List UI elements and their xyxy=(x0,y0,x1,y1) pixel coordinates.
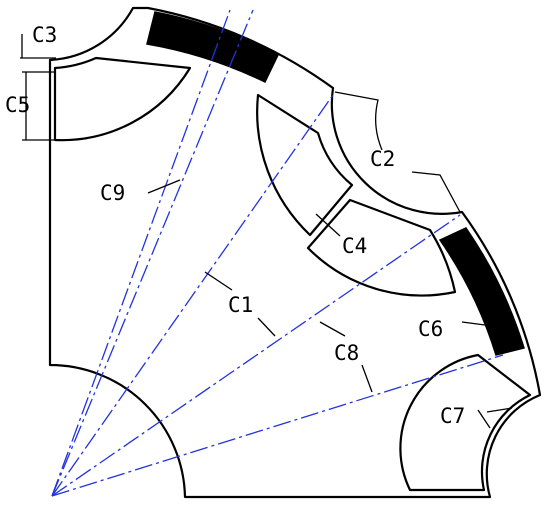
c1-leader-b xyxy=(257,317,276,337)
centerline-d xyxy=(51,214,461,497)
centerlines xyxy=(51,9,504,497)
leaders xyxy=(20,34,513,429)
label-c4: C4 xyxy=(342,234,367,258)
c6-leader xyxy=(461,321,486,326)
c2-leader-bottom xyxy=(411,171,461,213)
centerline-b xyxy=(51,9,231,497)
c8-leader-a xyxy=(319,321,346,337)
c7-leader-b xyxy=(477,409,491,429)
c1-leader-a xyxy=(204,271,233,291)
c7-leader xyxy=(486,407,513,413)
label-c7: C7 xyxy=(440,404,465,428)
c9-leader xyxy=(147,179,181,194)
label-c9: C9 xyxy=(100,181,125,205)
segment-outline xyxy=(48,6,542,499)
label-c2: C2 xyxy=(370,147,395,171)
flux-barrier-pocket xyxy=(256,93,354,237)
label-c8: C8 xyxy=(334,341,359,365)
centerline-e xyxy=(51,354,504,497)
label-c6: C6 xyxy=(418,317,443,341)
magnet-top xyxy=(146,11,279,84)
centerline-a xyxy=(51,9,254,497)
slot-right xyxy=(399,353,532,492)
magnet-right xyxy=(438,227,525,356)
label-c5: C5 xyxy=(5,93,30,117)
label-c3: C3 xyxy=(32,23,57,47)
label-c1: C1 xyxy=(228,293,253,317)
centerline-c xyxy=(51,91,336,497)
c8-leader-b xyxy=(361,364,373,393)
slot-top-left xyxy=(53,56,192,142)
flux-barrier-pocket-lower xyxy=(306,198,457,297)
c2-leader-top xyxy=(334,91,383,151)
c4-leader xyxy=(315,213,341,237)
